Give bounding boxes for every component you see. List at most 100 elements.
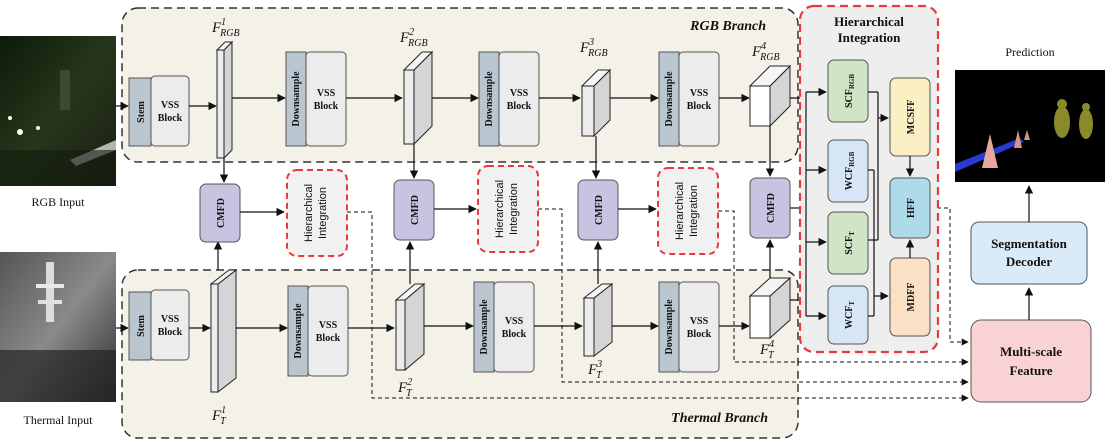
svg-text:CMFD: CMFD [410, 195, 421, 225]
svg-text:Block: Block [687, 329, 712, 340]
rgb-downsample-block-2: Downsample [285, 51, 307, 147]
thermal-vss-block-2: VSS Block [307, 285, 349, 377]
rgb-downsample-block-4: Downsample [658, 51, 680, 147]
rgb-branch-title: RGB Branch [689, 19, 766, 34]
mcsff-block: MCSFF [889, 77, 931, 157]
hff-block: HFF [889, 177, 931, 239]
svg-text:Block: Block [158, 327, 183, 338]
svg-text:VSS: VSS [319, 320, 338, 331]
svg-text:Hierarchical: Hierarchical [303, 184, 315, 242]
thermal-vss-block-4: VSS Block [678, 281, 720, 373]
feature-map-thermal-1 [209, 268, 238, 394]
svg-text:Integration: Integration [508, 183, 520, 235]
svg-text:VSS: VSS [317, 88, 336, 99]
thermal-downsample-block-4: Downsample [658, 281, 680, 373]
svg-text:WCFT: WCFT [844, 301, 856, 329]
svg-text:Downsample: Downsample [484, 71, 495, 127]
svg-text:VSS: VSS [690, 88, 709, 99]
svg-text:VSS: VSS [161, 314, 180, 325]
svg-text:Integration: Integration [317, 187, 329, 239]
svg-text:Downsample: Downsample [293, 303, 304, 359]
rgb-downsample-block-3: Downsample [478, 51, 500, 147]
hier-integration-box-3: Hierarchical Integration [657, 167, 719, 255]
svg-text:Segmentation: Segmentation [991, 236, 1068, 251]
cmfd-block-3: CMFD [577, 179, 619, 241]
svg-text:Block: Block [314, 101, 339, 112]
svg-text:Integration: Integration [688, 185, 700, 237]
hier-panel-title-line1: Hierarchical [834, 14, 904, 29]
hier-integration-box-1: Hierarchical Integration [286, 169, 348, 257]
svg-text:VSS: VSS [510, 88, 529, 99]
svg-text:Block: Block [687, 101, 712, 112]
svg-text:Block: Block [158, 113, 183, 124]
feature-map-rgb-3 [580, 68, 612, 138]
wcf-rgb-block: WCFRGB [827, 139, 869, 203]
rgb-vss-block-3: VSS Block [498, 51, 540, 147]
thermal-input-image [0, 252, 116, 402]
svg-text:CMFD: CMFD [216, 198, 227, 228]
svg-text:CMFD: CMFD [766, 193, 777, 223]
svg-text:CMFD: CMFD [594, 195, 605, 225]
svg-text:SCFRGB: SCFRGB [844, 74, 856, 108]
thermal-downsample-block-2: Downsample [287, 285, 309, 377]
scf-rgb-block: SCFRGB [827, 59, 869, 123]
svg-text:Block: Block [507, 101, 532, 112]
thermal-vss-block-3: VSS Block [493, 281, 535, 373]
svg-text:HFF: HFF [906, 198, 917, 218]
feature-map-rgb-2 [402, 50, 434, 146]
rgb-vss-block-4: VSS Block [678, 51, 720, 147]
svg-text:MDFF: MDFF [906, 283, 917, 312]
cmfd-block-2: CMFD [393, 179, 435, 241]
feature-map-thermal-3 [582, 282, 614, 358]
cmfd-block-1: CMFD [199, 183, 241, 243]
scf-t-block: SCFT [827, 211, 869, 275]
svg-text:WCFRGB: WCFRGB [844, 151, 856, 190]
svg-text:Stem: Stem [136, 315, 147, 337]
svg-text:Downsample: Downsample [479, 299, 490, 355]
svg-text:Downsample: Downsample [291, 71, 302, 127]
svg-text:Downsample: Downsample [664, 299, 675, 355]
svg-text:Block: Block [502, 329, 527, 340]
svg-text:Downsample: Downsample [664, 71, 675, 127]
svg-text:Block: Block [316, 333, 341, 344]
svg-text:Hierarchical: Hierarchical [494, 180, 506, 238]
prediction-image [955, 70, 1105, 182]
svg-text:SCFT: SCFT [844, 231, 856, 255]
segmentation-decoder-block: Segmentation Decoder [970, 221, 1088, 285]
cmfd-block-4: CMFD [749, 177, 791, 239]
thermal-vss-block-1: VSS Block [150, 289, 190, 361]
svg-text:Decoder: Decoder [1006, 254, 1052, 269]
svg-text:MCSFF: MCSFF [906, 100, 917, 134]
wcf-t-block: WCFT [827, 285, 869, 345]
thermal-downsample-block-3: Downsample [473, 281, 495, 373]
prediction-label: Prediction [1005, 45, 1054, 59]
rgb-input-label: RGB Input [31, 195, 85, 209]
svg-text:VSS: VSS [690, 316, 709, 327]
thermal-input-label: Thermal Input [24, 413, 94, 427]
svg-text:VSS: VSS [505, 316, 524, 327]
feature-map-thermal-4 [748, 276, 792, 340]
svg-text:Stem: Stem [136, 101, 147, 123]
feature-map-thermal-2 [394, 282, 426, 372]
rgb-vss-block-1: VSS Block [150, 75, 190, 147]
rgb-input-image [0, 36, 116, 186]
svg-text:Multi-scale: Multi-scale [1000, 344, 1062, 359]
thermal-branch-title: Thermal Branch [671, 411, 768, 426]
svg-text:Feature: Feature [1009, 363, 1052, 378]
hier-integration-box-2: Hierarchical Integration [477, 165, 539, 253]
rgb-stem-block: Stem [128, 77, 152, 147]
feature-map-rgb-4 [748, 64, 792, 128]
multi-scale-feature-block: Multi-scale Feature [970, 319, 1092, 403]
rgb-vss-block-2: VSS Block [305, 51, 347, 147]
svg-text:Hierarchical: Hierarchical [674, 182, 686, 240]
mdff-block: MDFF [889, 257, 931, 337]
